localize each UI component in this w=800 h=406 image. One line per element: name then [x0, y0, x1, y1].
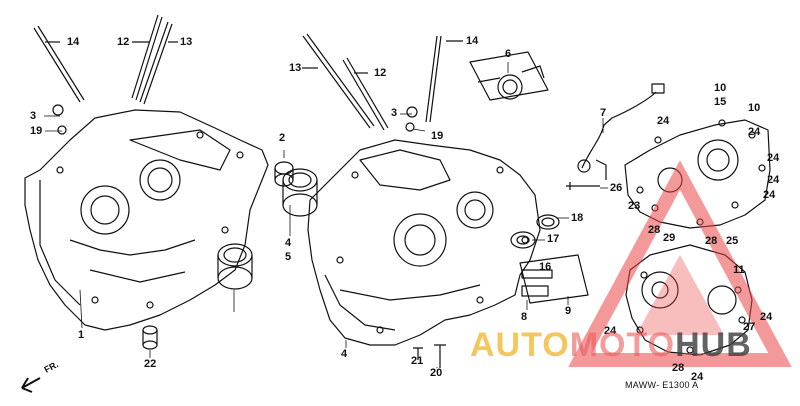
callout-23: 28: [648, 224, 661, 236]
watermark-moto: MOTO: [569, 326, 676, 364]
callout-14-right: 14: [466, 35, 479, 47]
watermark-text: AUTOMOTOHUB: [470, 326, 752, 365]
callout-3-left: 3: [30, 110, 37, 122]
callout-29: 28: [705, 235, 718, 247]
callout-11: 24: [604, 325, 617, 337]
callout-22: 22: [144, 358, 157, 370]
callout-19-right: 19: [431, 130, 444, 142]
right-crankcase-half: [307, 139, 541, 346]
callout-10-top-left: 10: [714, 82, 727, 94]
callout-24-h: 27: [743, 321, 756, 333]
watermark-auto: AUTO: [470, 326, 570, 364]
callout-28-a: 29: [663, 232, 676, 244]
callout-20: 20: [430, 367, 443, 379]
diagram-code: MAWW- E1300 A: [625, 380, 699, 390]
callout-19-left: 19: [30, 125, 43, 137]
callout-1-left: 1: [78, 329, 85, 341]
callout-24-g: 24: [760, 311, 773, 323]
callout-10-top-right: 10: [748, 102, 761, 114]
callout-28-b: 25: [726, 235, 739, 247]
callout-3-right: 3: [391, 107, 398, 119]
callout-17: 17: [547, 233, 560, 245]
callout-27: 28: [672, 362, 685, 374]
callout-24-d: 24: [767, 174, 780, 186]
callout-9: 9: [565, 305, 572, 317]
callout-25: 11: [733, 264, 745, 276]
callout-12-right: 12: [374, 67, 387, 79]
callout-24-a: 24: [657, 115, 670, 127]
callout-2: 2: [279, 132, 286, 144]
callout-7: 7: [600, 107, 607, 119]
watermark-triangle: [568, 160, 792, 367]
callout-24-b: 24: [748, 126, 761, 138]
callout-16: 16: [539, 261, 552, 273]
callout-13-right: 13: [289, 62, 302, 74]
callout-4-left: 4: [285, 237, 292, 249]
callout-15: 15: [714, 96, 727, 108]
callout-28-c: 24: [691, 371, 704, 383]
callout-24-f: 23: [628, 200, 641, 212]
callout-12-left: 12: [117, 36, 130, 48]
callout-14-left: 14: [67, 36, 80, 48]
callout-4-right: 4: [341, 348, 348, 360]
callout-6: 6: [505, 48, 512, 60]
left-crankcase-half: [24, 109, 269, 331]
callout-5-left: 5: [285, 251, 292, 263]
callout-8: 8: [521, 311, 528, 323]
callout-18: 18: [571, 212, 584, 224]
callout-13-left: 13: [180, 36, 193, 48]
callout-24-e: 24: [763, 189, 776, 201]
callout-24-c: 24: [767, 152, 780, 164]
callout-21: 21: [411, 355, 424, 367]
watermark-hub: HUB: [675, 326, 752, 364]
callout-26: 26: [610, 182, 623, 194]
